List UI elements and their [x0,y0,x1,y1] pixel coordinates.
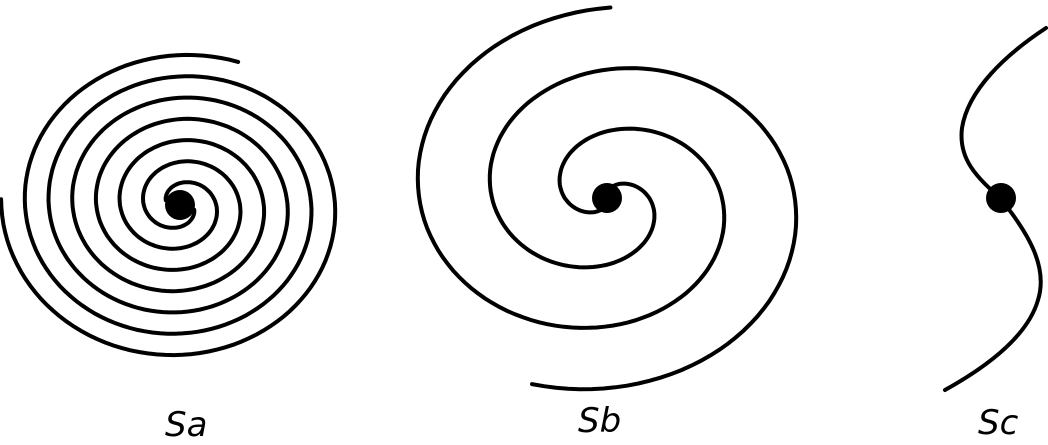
spiral-sa [1,55,335,355]
spiral-arm [418,8,724,328]
panel-label-sb: Sb [578,404,621,438]
galaxy-nucleus [986,183,1016,213]
galaxy-nucleus [165,190,195,220]
spiral-sc [945,28,1046,390]
spiral-arm [945,198,1041,390]
spiral-arm [490,68,796,389]
galaxy-nucleus [592,183,622,213]
spiral-arm [961,28,1046,198]
spiral-sb [418,8,796,390]
panel-label-sc: Sc [978,406,1018,440]
panel-label-sa: Sa [165,408,207,442]
